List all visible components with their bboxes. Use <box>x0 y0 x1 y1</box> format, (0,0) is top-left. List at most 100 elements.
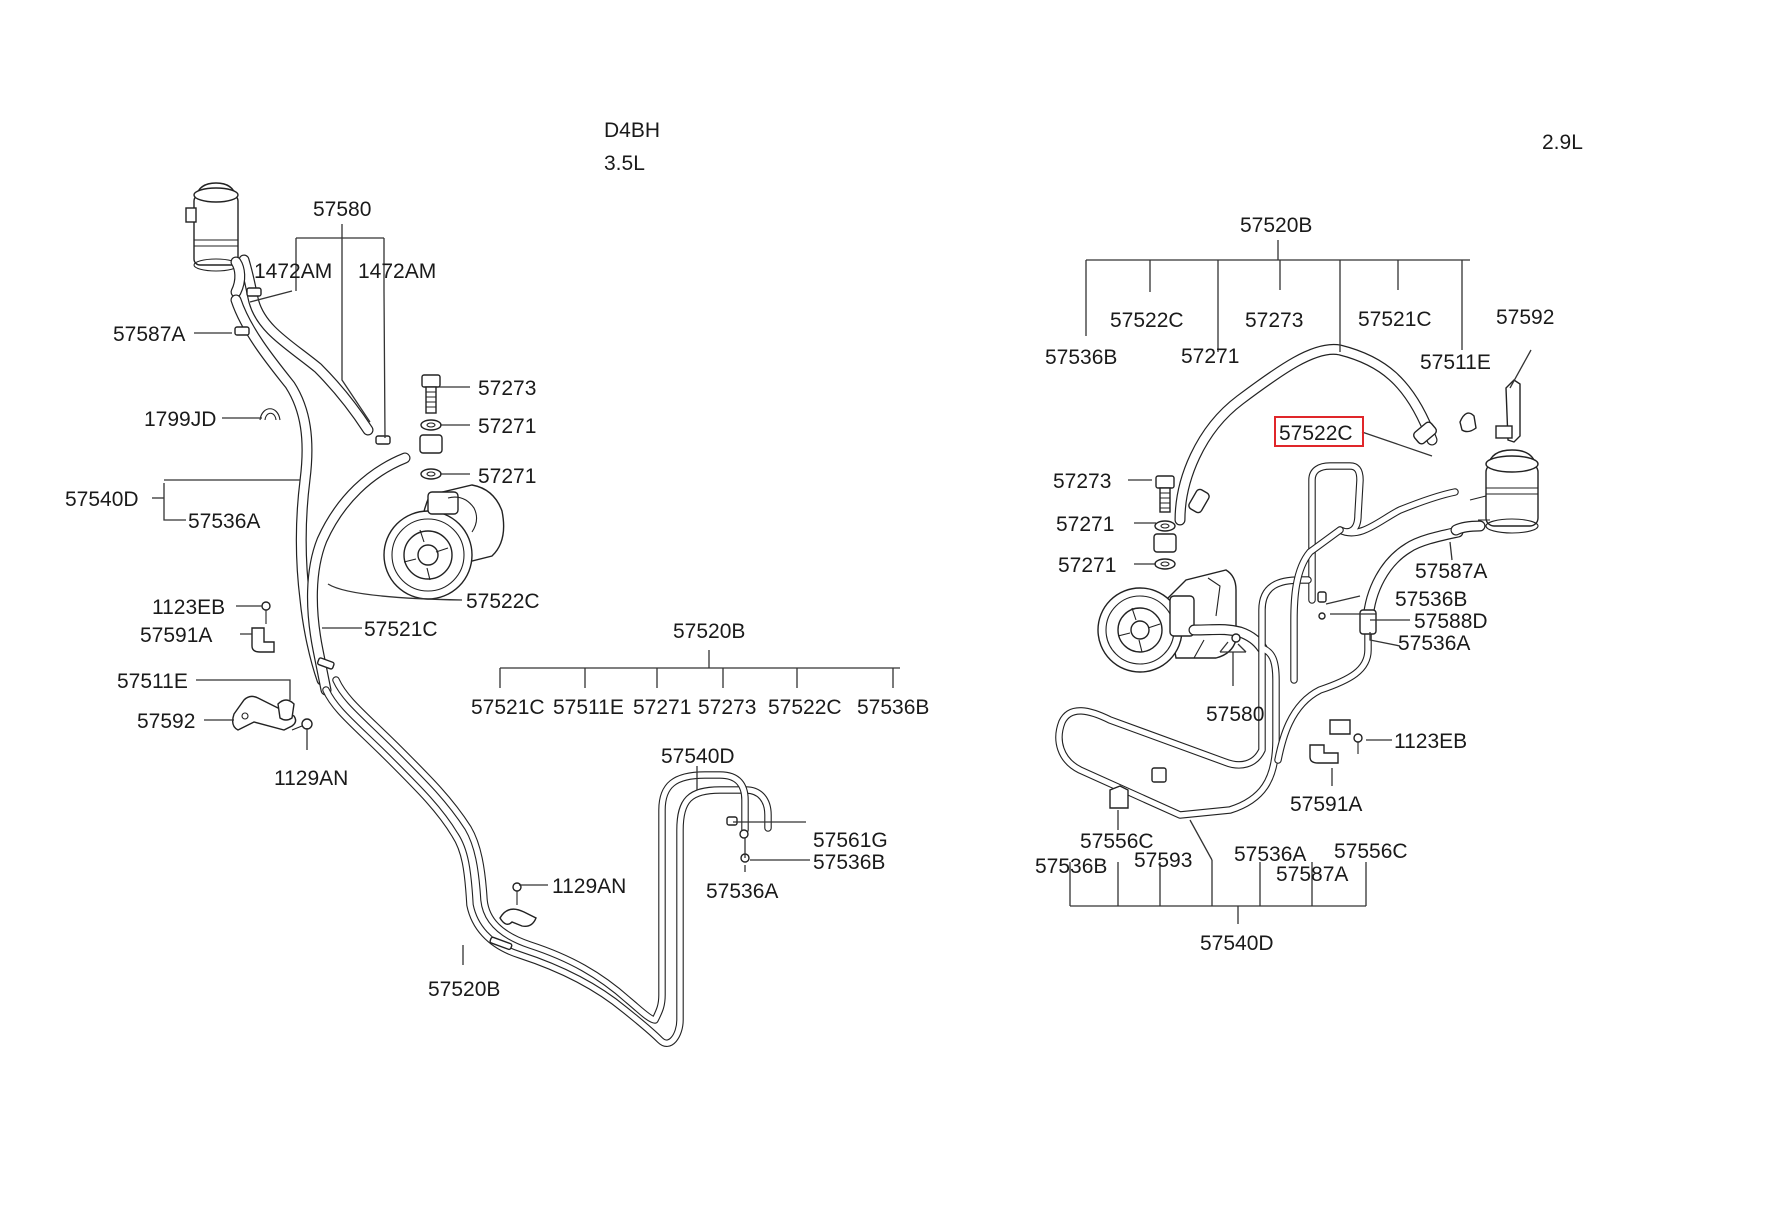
bracket-57592-right[interactable] <box>1495 379 1521 443</box>
label-57273: 57273 <box>478 377 536 400</box>
banjo-fitting-right <box>1153 533 1177 553</box>
label-57536a-right-b: 57536A <box>1234 843 1306 866</box>
banjo-fitting-left <box>419 434 443 454</box>
label-1123eb-right: 1123EB <box>1394 730 1467 753</box>
washer-57271-right-b[interactable] <box>1154 558 1176 570</box>
hose-sleeve-right-b <box>1188 488 1210 514</box>
label-57592-right: 57592 <box>1496 306 1554 329</box>
label-57587a-right-b: 57587A <box>1276 863 1348 886</box>
return-hose-left[interactable] <box>230 294 328 686</box>
kit-item-57271-right: 57271 <box>1181 345 1239 368</box>
engine-code-header: D4BH <box>604 119 660 142</box>
bracket-57592-left[interactable] <box>231 695 313 731</box>
label-57536b-right: 57536B <box>1395 588 1467 611</box>
tube-collars-left <box>316 657 513 951</box>
label-57536a: 57536A <box>188 510 260 533</box>
kit-item-57522c: 57522C <box>768 696 842 719</box>
label-57591a: 57591A <box>140 624 212 647</box>
leader-lines-left <box>152 224 900 965</box>
label-57271-a: 57271 <box>478 415 536 438</box>
label-57521c: 57521C <box>364 618 438 641</box>
kit-item-57521c: 57521C <box>471 696 545 719</box>
bracket-57591a-right[interactable] <box>1309 719 1363 764</box>
label-57587a: 57587A <box>113 323 185 346</box>
banjo-bolt-57273-right[interactable] <box>1155 475 1175 513</box>
label-57511e: 57511E <box>117 670 188 693</box>
power-steering-pump-right[interactable] <box>1097 569 1237 673</box>
label-57540d-right: 57540D <box>1200 932 1274 955</box>
reservoir-right[interactable] <box>1469 449 1539 534</box>
return-tube-right[interactable] <box>1308 462 1459 604</box>
clip-57556c-right[interactable] <box>1109 785 1129 809</box>
banjo-bolt-57273-left[interactable] <box>421 374 441 414</box>
clamp-57511e-right[interactable] <box>1459 412 1477 433</box>
end-fittings-right[interactable] <box>1317 591 1327 620</box>
hose-clamp-1472am <box>234 287 391 445</box>
reservoir-left[interactable] <box>185 182 239 272</box>
label-57580-right: 57580 <box>1206 703 1264 726</box>
kit-item-57271: 57271 <box>633 696 691 719</box>
label-57273-right: 57273 <box>1053 470 1111 493</box>
right-assembly: 57520B 57536B 57522C 57271 57273 57521C … <box>1035 214 1554 955</box>
label-57271-right-b: 57271 <box>1058 554 1116 577</box>
label-57536b-right-b: 57536B <box>1035 855 1107 878</box>
label-57540d-b: 57540D <box>661 745 735 768</box>
label-57587a-right: 57587A <box>1415 560 1487 583</box>
label-57271-right-a: 57271 <box>1056 513 1114 536</box>
highlight-box-57522c[interactable] <box>1274 416 1364 447</box>
power-steering-pump-left[interactable] <box>383 484 505 600</box>
label-57556c-right-b: 57556C <box>1334 840 1408 863</box>
washer-57271-left-b[interactable] <box>420 468 442 480</box>
clip-1799jd <box>259 408 281 421</box>
displacement-left-header: 3.5L <box>604 152 645 175</box>
label-57591a-right: 57591A <box>1290 793 1362 816</box>
kit-item-57273-right: 57273 <box>1245 309 1303 332</box>
displacement-right-header: 2.9L <box>1542 131 1583 154</box>
label-57520b-right: 57520B <box>1240 214 1312 237</box>
kit-item-57536b-right: 57536B <box>1045 346 1117 369</box>
label-1472am-b: 1472AM <box>358 260 436 283</box>
hose-sleeve-right <box>1413 421 1437 445</box>
label-57593-right: 57593 <box>1134 849 1192 872</box>
kit-item-57536b: 57536B <box>857 696 929 719</box>
hose-end-57588d <box>1359 609 1377 635</box>
label-57588d-right: 57588D <box>1414 610 1488 633</box>
label-57536a-b: 57536A <box>706 880 778 903</box>
label-57556c-right-a: 57556C <box>1080 830 1154 853</box>
label-57536a-right: 57536A <box>1398 632 1470 655</box>
tube-collar-57556c <box>1151 767 1167 783</box>
suction-hose-57580-right[interactable] <box>1188 624 1268 654</box>
leader-lines-right <box>1069 240 1532 924</box>
reservoir-hose-short[interactable] <box>230 256 246 298</box>
reservoir-hoses-right[interactable] <box>1362 520 1486 626</box>
label-1799jd: 1799JD <box>144 408 216 431</box>
label-57540d: 57540D <box>65 488 139 511</box>
label-57536b: 57536B <box>813 851 885 874</box>
pressure-hose-57521c-right[interactable] <box>1174 343 1438 526</box>
label-57561g: 57561G <box>813 829 888 852</box>
kit-item-57273: 57273 <box>698 696 756 719</box>
washer-57271-left-a[interactable] <box>420 419 442 431</box>
kit-item-57511e: 57511E <box>553 696 624 719</box>
label-1129an-b: 1129AN <box>552 875 626 898</box>
label-1123eb: 1123EB <box>152 596 225 619</box>
label-57522c: 57522C <box>466 590 540 613</box>
label-57592: 57592 <box>137 710 195 733</box>
bracket-57591a-left[interactable] <box>251 601 275 653</box>
return-tube-57520b-left[interactable] <box>322 676 772 1047</box>
label-1129an-a: 1129AN <box>274 767 348 790</box>
kit-item-57521c-right: 57521C <box>1358 308 1432 331</box>
label-57520b-kit: 57520B <box>673 620 745 643</box>
washer-57271-right-a[interactable] <box>1154 520 1176 532</box>
pressure-hose-57522c-left[interactable] <box>306 452 411 696</box>
kit-item-57511e-right: 57511E <box>1420 351 1491 374</box>
label-57271-b: 57271 <box>478 465 536 488</box>
label-57522c-highlighted[interactable]: 57522C <box>1279 422 1353 445</box>
kit-item-57522c-right: 57522C <box>1110 309 1184 332</box>
label-1472am-a: 1472AM <box>254 260 332 283</box>
cooler-tube-right[interactable] <box>1055 526 1372 819</box>
left-assembly: 57580 1472AM 1472AM 57587A 1799JD 57540D… <box>65 182 929 1047</box>
clip-1129an-left[interactable] <box>499 882 537 928</box>
label-57580: 57580 <box>313 198 371 221</box>
